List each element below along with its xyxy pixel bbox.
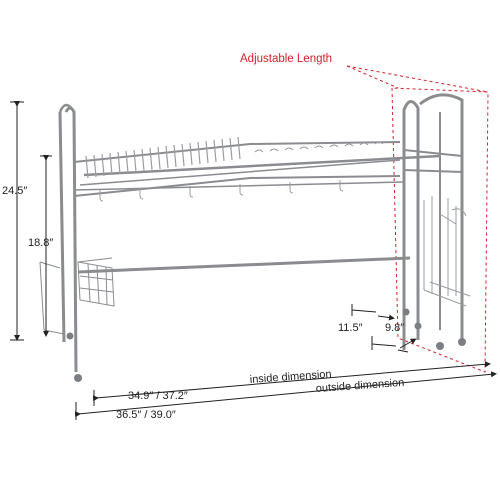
depth-dimensions — [351, 304, 417, 353]
adjustable-length-label: Adjustable Length — [240, 53, 332, 65]
main-rack — [39, 103, 441, 382]
utensil-basket — [77, 257, 115, 307]
height-total-dimension — [10, 101, 24, 341]
depth-side-label: 9.8″ — [385, 322, 404, 334]
left-side-hanger — [39, 261, 65, 335]
inside-dimension-value: 34.9″ / 37.2″ — [128, 390, 188, 402]
inside-dimension-label: inside dimension — [249, 368, 332, 386]
outside-dimension-value: 36.5″ / 39.0″ — [116, 409, 176, 421]
height-shelf-label: 18.8″ — [28, 237, 53, 249]
cup-hooks — [254, 141, 384, 153]
height-total-label: 24.5″ — [2, 185, 27, 197]
outside-dimension-line — [74, 371, 497, 420]
height-shelf-dimension — [40, 155, 52, 337]
plate-rack-wires — [85, 136, 241, 179]
extension-section — [402, 93, 471, 350]
depth-main-label: 11.5″ — [338, 322, 363, 334]
